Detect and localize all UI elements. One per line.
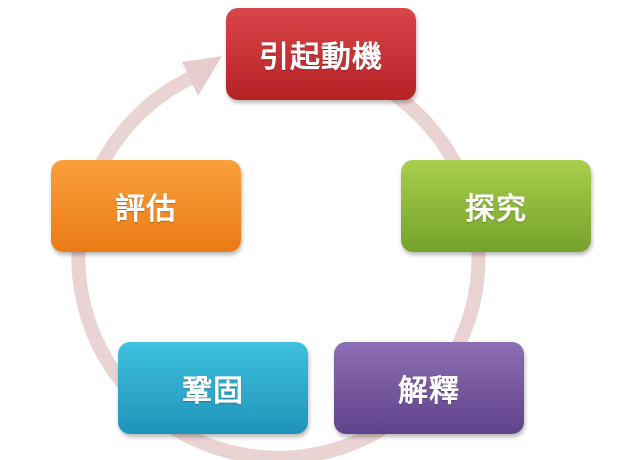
step-evaluate: 評估 [51,160,241,252]
step-elaborate-label: 鞏固 [182,374,244,409]
step-engage-label: 引起動機 [259,40,383,75]
step-engage: 引起動機 [226,8,416,100]
step-explore-label: 探究 [465,192,527,227]
step-evaluate-label: 評估 [115,192,177,227]
cycle-arrow-head [182,56,222,96]
step-explain-label: 解釋 [398,374,460,409]
step-elaborate: 鞏固 [118,342,308,434]
step-explore: 探究 [401,160,591,252]
step-explain: 解釋 [334,342,524,434]
